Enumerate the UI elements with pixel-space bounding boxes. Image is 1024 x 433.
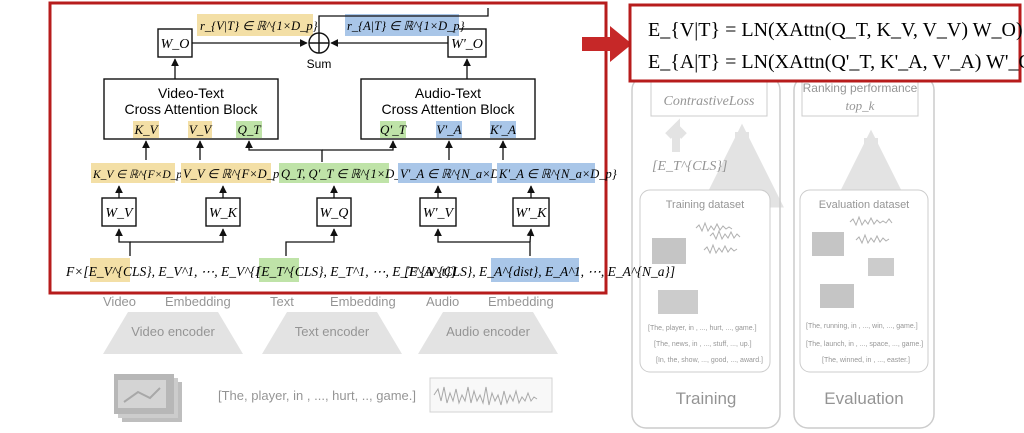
w-q-box bbox=[316, 197, 352, 227]
q-t-prime-label: Q'_T bbox=[380, 122, 407, 137]
training-dataset-label: Training dataset bbox=[666, 199, 744, 211]
audio-waveform-image bbox=[429, 377, 553, 413]
audio-embedding-label: Embedding bbox=[488, 294, 554, 309]
ranking-label: Ranking performance bbox=[803, 81, 918, 95]
r-vt-label: r_{V|T} ∈ ℝ^{1×D_p} bbox=[200, 19, 318, 33]
text-label: Text bbox=[270, 294, 294, 309]
k-v-label: K_V bbox=[133, 122, 159, 137]
w-k-prime-label: W'_K bbox=[516, 206, 548, 221]
audio-block-title-1: Audio-Text bbox=[415, 85, 481, 101]
audio-block-title-2: Cross Attention Block bbox=[381, 101, 515, 117]
cross-attention-diagram: W_O W'_O r_{V|T} ∈ ℝ^{1×D_p} r_{A|T} ∈ ℝ… bbox=[48, 1, 675, 295]
audio-encoder-label: Audio encoder bbox=[446, 324, 531, 339]
contrastive-loss-box bbox=[650, 81, 768, 117]
evaluation-dataset-label: Evaluation dataset bbox=[819, 199, 910, 211]
w-o-label: W_O bbox=[161, 37, 190, 52]
e-t-cls-label: [E_T^{CLS}] bbox=[652, 159, 727, 174]
w-o-prime-label: W'_O bbox=[451, 37, 483, 52]
video-block-title-1: Video-Text bbox=[158, 85, 224, 101]
train-caption-3: [In, the, show, ..., good, ..., award.] bbox=[656, 357, 763, 364]
evaluation-title: Evaluation bbox=[824, 389, 903, 408]
w-k-box bbox=[205, 197, 241, 227]
v-v-label: V_V bbox=[189, 122, 213, 137]
audio-embedding-seq: [E_A^{CLS}, E_A^{dist}, E_A^1, ⋯, E_A^{N… bbox=[404, 264, 675, 279]
formula-line-1: E_{V|T} = LN(XAttn(Q_T, K_V, V_V) W_O) bbox=[648, 19, 1023, 41]
ka-dim-label: K'_A ∈ ℝ^{N_a×D_p} bbox=[498, 167, 617, 181]
training-title: Training bbox=[676, 389, 737, 408]
sum-label: Sum bbox=[307, 57, 332, 71]
video-encoder-trapezoid bbox=[103, 312, 243, 354]
w-q-label: W_Q bbox=[320, 206, 349, 221]
audio-label: Audio bbox=[426, 294, 459, 309]
eval-caption-2: [The, launch, in , ..., space, ..., game… bbox=[806, 341, 923, 348]
video-label: Video bbox=[103, 294, 136, 309]
text-caption: [The, player, in , ..., hurt, .., game.] bbox=[218, 388, 416, 403]
ranking-box bbox=[801, 81, 919, 117]
text-encoder-label: Text encoder bbox=[295, 324, 370, 339]
text-embedding-label: Embedding bbox=[330, 294, 396, 309]
qt-dim-label: Q_T, Q'_T ∈ ℝ^{1×D_p} bbox=[281, 167, 412, 181]
train-caption-2: [The, news, in , ..., stuff, ..., up.] bbox=[654, 341, 752, 348]
r-at-label: r_{A|T} ∈ ℝ^{1×D_p} bbox=[347, 19, 465, 33]
encoders-area: Video Embedding Text Embedding Audio Emb… bbox=[103, 294, 558, 422]
evaluation-dataset-box bbox=[799, 189, 929, 373]
video-embedding-label: Embedding bbox=[165, 294, 231, 309]
w-v-label: W_V bbox=[105, 206, 134, 221]
video-frames-image bbox=[114, 374, 182, 422]
va-dim-label: V'_A ∈ ℝ^{N_a×D_p} bbox=[400, 167, 517, 181]
kv-dim-label: K_V ∈ ℝ^{F×D_p} bbox=[92, 169, 187, 181]
red-pointer-arrow bbox=[582, 26, 632, 62]
w-k-label: W_K bbox=[209, 206, 238, 221]
text-embedding-seq: [E_T^{CLS}, E_T^1, ⋯, E_T^{N_t}] bbox=[256, 264, 456, 279]
right-panel: ContrastiveLoss Ranking performance top_… bbox=[631, 75, 935, 429]
train-caption-1: [The, player, in , ..., hurt, ..., game.… bbox=[648, 325, 757, 332]
w-k-prime-box bbox=[512, 197, 550, 227]
eval-caption-3: [The, winned, in , ..., easter.] bbox=[822, 357, 910, 364]
w-o-box bbox=[157, 28, 193, 58]
topk-label: top_k bbox=[846, 98, 875, 113]
audio-encoder-trapezoid bbox=[418, 312, 558, 354]
video-block-title-2: Cross Attention Block bbox=[124, 101, 258, 117]
contrastive-loss-label: ContrastiveLoss bbox=[663, 94, 755, 109]
text-encoder-trapezoid bbox=[262, 312, 402, 354]
w-v-box bbox=[101, 197, 137, 227]
q-t-label: Q_T bbox=[237, 122, 261, 137]
vv-dim-label: V_V ∈ ℝ^{F×D_p} bbox=[183, 167, 284, 181]
video-embedding-seq: F×[E_V^{CLS}, E_V^1, ⋯, E_V^{N_v}] bbox=[65, 264, 288, 279]
video-encoder-label: Video encoder bbox=[131, 324, 215, 339]
formula-box bbox=[628, 3, 1022, 83]
v-a-prime-label: V'_A bbox=[436, 122, 461, 137]
k-a-prime-label: K'_A bbox=[489, 122, 516, 137]
w-v-prime-box bbox=[419, 197, 457, 227]
training-dataset-box bbox=[639, 189, 771, 373]
formula-line-2: E_{A|T} = LN(XAttn(Q'_T, K'_A, V'_A) W'_… bbox=[648, 51, 1024, 73]
w-v-prime-label: W'_V bbox=[423, 206, 455, 221]
eval-caption-1: [The, running, in , ..., win, ..., game.… bbox=[806, 323, 918, 330]
